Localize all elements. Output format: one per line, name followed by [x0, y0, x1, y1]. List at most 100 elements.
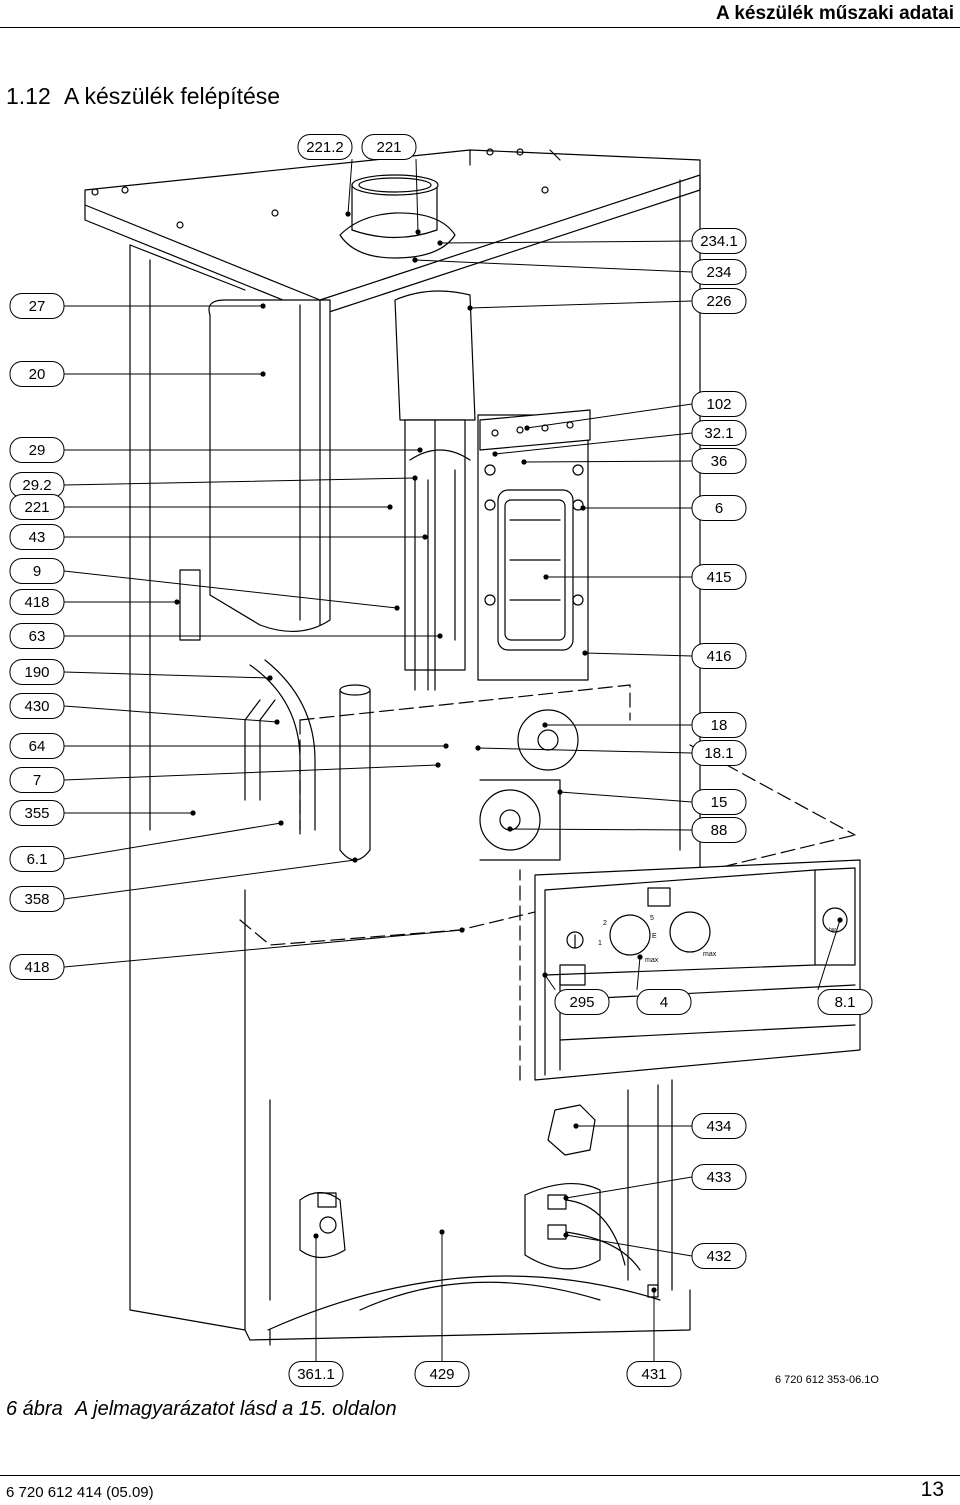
- leader-dot: [274, 719, 280, 725]
- callout-box: [361, 134, 417, 160]
- callout-label-bottom: 429: [429, 1366, 454, 1383]
- leader-line: [63, 822, 282, 860]
- callout-box: [9, 693, 65, 719]
- leader-line: [559, 791, 693, 803]
- page-number: 13: [920, 1478, 944, 1501]
- page-header: A készülék műszaki adatai: [0, 0, 960, 26]
- callout-box: [691, 420, 747, 446]
- leader-dot: [651, 1287, 657, 1293]
- callout-label-panel: 295: [569, 994, 594, 1011]
- callout-box: [9, 800, 65, 826]
- burner-bar: [479, 409, 591, 451]
- callout-label-left: 29.2: [22, 477, 51, 494]
- callout-box: [9, 659, 65, 685]
- leader-line: [544, 974, 556, 990]
- callout-box: [9, 886, 65, 912]
- section-number: 1.12: [6, 83, 51, 109]
- leader-dot: [415, 229, 421, 235]
- leader-dot: [174, 599, 180, 605]
- leader-line: [63, 671, 271, 679]
- leader-line: [477, 747, 693, 754]
- callout-label-left: 6.1: [27, 851, 48, 868]
- leader-line: [347, 159, 353, 215]
- leader-line: [63, 477, 416, 486]
- callout-label-left: 63: [29, 628, 46, 645]
- callout-label-left: 64: [29, 738, 46, 755]
- callout-label-left: 190: [24, 664, 49, 681]
- leader-line: [494, 432, 693, 455]
- leader-dot: [563, 1195, 569, 1201]
- leader-dot: [582, 650, 588, 656]
- callout-box: [9, 954, 65, 980]
- leader-dot: [467, 305, 473, 311]
- pump: [479, 709, 579, 861]
- callout-box: [9, 623, 65, 649]
- cabinet: [129, 174, 701, 1346]
- callout-label-left: 27: [29, 298, 46, 315]
- heat-exchanger: [477, 414, 589, 681]
- leader-lines: [63, 159, 843, 1362]
- callout-box: [691, 740, 747, 766]
- callout-box: [626, 1361, 682, 1387]
- callout-label-left: 7: [33, 772, 41, 789]
- callout-label-left: 221: [24, 499, 49, 516]
- callout-box: [9, 846, 65, 872]
- leader-dot: [313, 1233, 319, 1239]
- leader-dot: [260, 303, 266, 309]
- leader-dot: [521, 459, 527, 465]
- callout-box: [817, 989, 873, 1015]
- expansion-vessel: [179, 299, 331, 641]
- figure-code: 6 720 612 353-06.1O: [775, 1374, 879, 1386]
- callout-box: [297, 134, 353, 160]
- callout-label-right: 32.1: [704, 425, 733, 442]
- leader-line: [526, 403, 693, 429]
- callout-box: [9, 524, 65, 550]
- leader-dot: [507, 826, 513, 832]
- leader-dot: [267, 675, 273, 681]
- callout-label-left: 430: [24, 698, 49, 715]
- callout-box: [9, 494, 65, 520]
- leader-dot: [422, 534, 428, 540]
- callout-label-right: 18: [711, 717, 728, 734]
- leader-line: [63, 570, 398, 609]
- callout-box: [691, 391, 747, 417]
- header-title: A készülék műszaki adatai: [716, 3, 954, 24]
- callout-label-right: 18.1: [704, 745, 733, 762]
- panel-bar: bar: [829, 927, 837, 933]
- callout-label-right: 234: [706, 264, 731, 281]
- figure-caption-text: A jelmagyarázatot lásd a 15. oldalon: [75, 1398, 397, 1420]
- callout-label-right: 102: [706, 396, 731, 413]
- callout-label-left: 29: [29, 442, 46, 459]
- leader-dot: [412, 257, 418, 263]
- callout-label-right: 433: [706, 1169, 731, 1186]
- callout-box: [691, 259, 747, 285]
- leader-dot: [557, 789, 563, 795]
- fan-unit: [394, 290, 476, 691]
- callout-box: [691, 448, 747, 474]
- leader-dot: [580, 505, 586, 511]
- leader-line: [817, 919, 841, 990]
- leader-line: [439, 240, 693, 244]
- callout-label-right: 36: [711, 453, 728, 470]
- leader-dot: [542, 972, 548, 978]
- callout-label-right: 15: [711, 794, 728, 811]
- leader-dot: [542, 722, 548, 728]
- callout-label-right: 226: [706, 293, 731, 310]
- leader-dot: [439, 1229, 445, 1235]
- leader-line: [584, 652, 693, 657]
- callout-label-right: 432: [706, 1248, 731, 1265]
- callout-box: [691, 1243, 747, 1269]
- leader-dot: [278, 820, 284, 826]
- leader-line: [469, 300, 693, 309]
- leader-dot: [563, 1232, 569, 1238]
- leader-dot: [524, 425, 530, 431]
- footer-doc-number: 6 720 612 414 (05.09): [6, 1484, 154, 1501]
- leader-line: [63, 705, 278, 723]
- leader-dot: [387, 504, 393, 510]
- leader-dot: [417, 447, 423, 453]
- callout-label-panel: 4: [660, 994, 668, 1011]
- callout-label-right: 434: [706, 1118, 731, 1135]
- leader-dot: [412, 475, 418, 481]
- leader-line: [636, 956, 641, 990]
